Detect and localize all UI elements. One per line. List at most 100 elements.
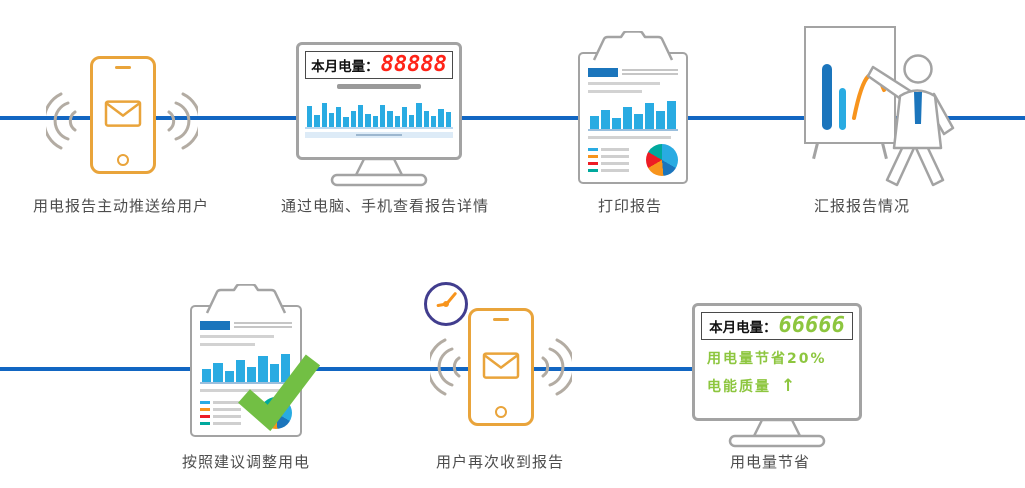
saving-text-line: 用电量节省20% [707, 348, 853, 368]
report-text-line [200, 335, 274, 338]
chart-bar [372, 116, 378, 127]
report-title-chip [588, 67, 618, 77]
chart-bar [409, 114, 415, 127]
legend-row [588, 148, 629, 151]
report-bar [612, 118, 621, 129]
chart-bar [445, 112, 451, 127]
monthly-usage-value: 66666 [778, 313, 845, 338]
clipboard-clip [592, 31, 674, 61]
signal-waves-right-icon [541, 338, 572, 396]
chart-bar [394, 116, 400, 127]
report-bar [667, 100, 676, 129]
printed-report-icon [578, 31, 688, 184]
chart-bar [416, 103, 422, 127]
monitor-stand [330, 158, 428, 187]
mail-icon [104, 100, 142, 127]
monthly-usage-label: 本月电量： [311, 59, 379, 75]
step-receive-again [430, 308, 572, 430]
report-legend [588, 144, 629, 176]
report-text-line [200, 389, 285, 392]
board-bar-light [839, 88, 846, 130]
report-pie-chart [646, 144, 678, 176]
step-label-view-report: 通过电脑、手机查看报告详情 [280, 197, 490, 215]
monitor-screen: 本月电量： 88888 [296, 42, 462, 160]
flow-line-top [0, 116, 1025, 120]
up-arrow-icon: ↑ [781, 376, 798, 396]
report-bar [224, 371, 234, 382]
monthly-usage-value: 88888 [380, 52, 447, 77]
step-label-push-report: 用电报告主动推送给用户 [32, 197, 210, 215]
report-bar [235, 359, 245, 382]
report-legend [200, 397, 241, 429]
step-present-report [804, 26, 974, 192]
report-bar [247, 367, 257, 382]
step-push-report [40, 56, 202, 178]
signal-waves-right-icon [167, 92, 198, 150]
step-label-print-report: 打印报告 [597, 197, 663, 215]
report-bar [202, 368, 212, 382]
chart-bar [336, 107, 342, 127]
report-bar [269, 364, 279, 382]
report-bar [623, 106, 632, 129]
board-leg-left [812, 142, 819, 160]
step-label-present-report: 汇报报告情况 [813, 197, 911, 215]
legend-row [200, 415, 241, 418]
smartphone-icon [468, 308, 534, 426]
report-bar-chart [588, 99, 678, 131]
monthly-usage-box: 本月电量： 66666 [701, 312, 853, 340]
chart-bar [321, 103, 327, 127]
report-text-line [588, 90, 642, 93]
report-title-chip [200, 320, 230, 330]
usage-bars [305, 93, 453, 129]
report-bar [213, 363, 223, 382]
report-bar [601, 110, 610, 129]
chart-bar [401, 107, 408, 127]
legend-row [588, 169, 629, 172]
smartphone-icon [90, 56, 156, 174]
chart-bar [379, 105, 386, 127]
chart-bar [423, 110, 430, 127]
monitor-stand [728, 419, 826, 448]
monitor-screen: 本月电量： 66666 用电量节省20% 电能质量↑ [692, 303, 862, 421]
chart-title-placeholder [337, 84, 421, 89]
chart-bar [358, 104, 364, 127]
presenter-person-icon [866, 54, 955, 187]
chart-bar [343, 116, 349, 127]
legend-row [588, 155, 629, 158]
chart-bar [328, 112, 335, 127]
report-bar-chart [200, 352, 292, 384]
monitor-view-icon: 本月电量： 88888 [296, 42, 462, 188]
chart-bar [438, 108, 444, 127]
report-bar [645, 103, 654, 129]
report-bar [258, 356, 268, 382]
report-bar [590, 115, 599, 129]
report-header-lines [234, 320, 292, 330]
chart-bar [350, 110, 357, 127]
report-header [588, 67, 678, 77]
step-label-adjust-usage: 按照建议调整用电 [181, 453, 311, 471]
monthly-usage-box: 本月电量： 88888 [305, 51, 453, 79]
clock-center-dot [443, 301, 449, 307]
report-text-line [588, 136, 671, 139]
report-bar [280, 353, 290, 382]
chart-bar [314, 115, 320, 127]
monthly-usage-label: 本月电量： [709, 320, 777, 336]
chart-axis-placeholder [305, 132, 453, 138]
flow-line-bottom [0, 367, 772, 371]
report-bottom [588, 144, 678, 176]
chart-bar [307, 105, 313, 127]
legend-row [200, 408, 241, 411]
step-label-receive-again: 用户再次收到报告 [435, 453, 565, 471]
step-label-save-energy: 用电量节省 [729, 453, 811, 471]
board-bar-dark [822, 64, 832, 130]
report-text-line [588, 82, 660, 85]
report-header [200, 320, 292, 330]
saving-text: 用电量节省20% [707, 351, 827, 367]
usage-trend-chart [305, 84, 453, 138]
report-page [580, 54, 686, 181]
signal-waves-left-icon [430, 338, 461, 396]
green-check-icon [238, 354, 320, 432]
mail-icon [482, 352, 520, 379]
report-text-line [200, 343, 256, 346]
